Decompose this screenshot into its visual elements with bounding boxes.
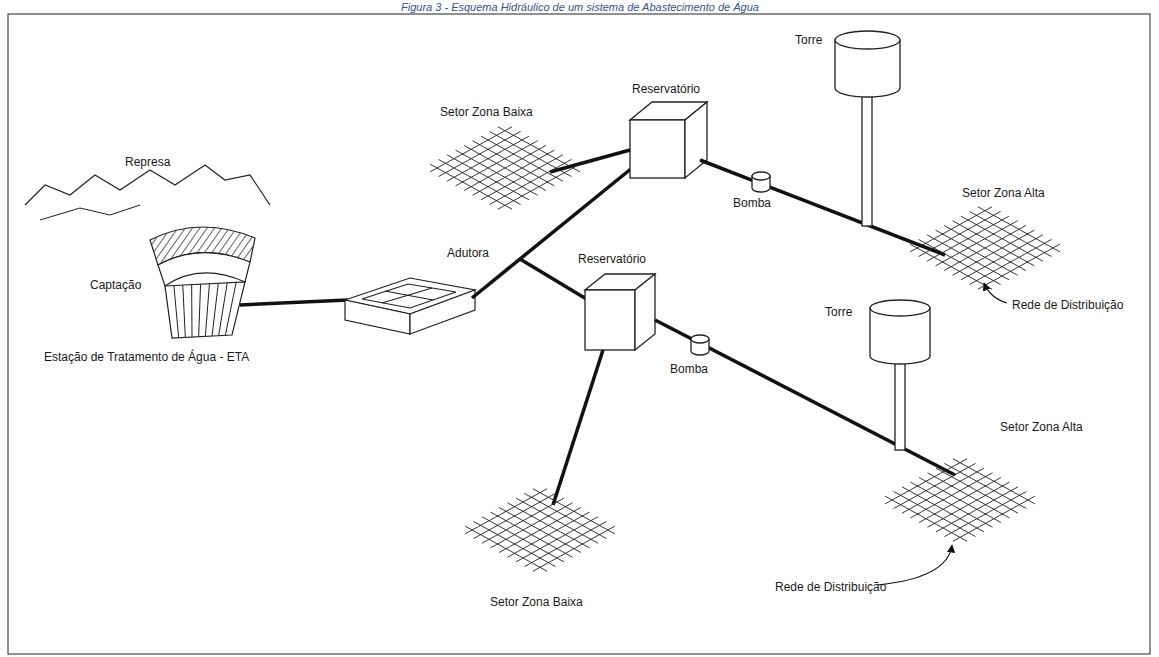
branch-pipe <box>520 259 588 300</box>
part-label: Torre <box>825 305 852 319</box>
reservoir <box>630 102 707 178</box>
part-label: Rede de Distribuição <box>775 580 886 594</box>
part-label: Setor Zona Alta <box>1000 420 1083 434</box>
callout-arrow <box>877 545 952 585</box>
part-label: Rede de Distribuição <box>1012 298 1123 312</box>
part-label: Represa <box>125 155 170 169</box>
part-label: Adutora <box>447 246 489 260</box>
distribution-pipe <box>550 150 630 172</box>
part-label: Bomba <box>733 196 771 210</box>
distribution-pipe <box>553 350 603 505</box>
part-label: Bomba <box>670 362 708 376</box>
part-label: Setor Zona Alta <box>962 186 1045 200</box>
part-label: Reservatório <box>632 82 700 96</box>
spillway-lines <box>174 282 236 337</box>
spillway <box>165 282 245 338</box>
part-label: Setor Zona Baixa <box>490 595 583 609</box>
part-label: Setor Zona Baixa <box>440 105 533 119</box>
part-label: Captação <box>90 278 141 292</box>
water-tower <box>835 31 900 226</box>
figure-title: Figura 3 - Esquema Hidráulico de um sist… <box>401 1 759 13</box>
pumping-pipe <box>700 160 945 255</box>
intake-pipe <box>240 300 348 305</box>
part-label: Torre <box>795 33 822 47</box>
treatment-plant <box>345 278 475 334</box>
hills <box>25 165 270 205</box>
reservoir <box>585 274 655 350</box>
part-label: Estação de Tratamento de Água - ETA <box>44 350 249 364</box>
hills <box>40 205 140 220</box>
pump <box>691 335 709 355</box>
callout-arrow <box>984 283 1007 303</box>
dam-crest <box>158 253 250 286</box>
part-label: Reservatório <box>578 252 646 266</box>
pump <box>752 172 770 192</box>
water-tower <box>870 300 930 450</box>
figure-frame <box>8 14 1150 654</box>
distribution-grid <box>423 123 1067 575</box>
